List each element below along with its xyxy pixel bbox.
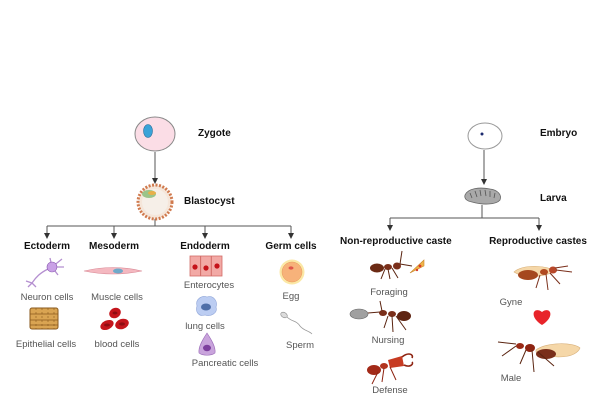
foraging-label: Foraging [370, 287, 408, 298]
nursing-ant-icon [367, 300, 411, 333]
egg-cell-icon [279, 259, 305, 285]
muscle-cells-label: Muscle cells [91, 292, 143, 303]
blastocyst-icon [136, 183, 174, 221]
gyne-label: Gyne [499, 297, 523, 308]
non-reproductive-caste-label: Non-reproductive caste [340, 236, 452, 247]
winged-male-ant-icon [497, 341, 581, 373]
sperm-icon [280, 311, 313, 335]
blood-cells-label: blood cells [94, 339, 140, 350]
male-label: Male [500, 373, 522, 384]
neuron-icon [25, 257, 64, 288]
larva-label: Larva [540, 193, 567, 204]
ectoderm-label: Ectoderm [23, 241, 71, 252]
enterocytes-label: Enterocytes [183, 280, 235, 291]
defense-label: Defense [372, 385, 408, 396]
sperm-label: Sperm [286, 340, 314, 351]
endoderm-label: Endoderm [180, 241, 230, 252]
zygote-label: Zygote [198, 128, 231, 139]
foraging-ant-icon [370, 250, 413, 280]
lung-cells-label: lung cells [185, 321, 225, 332]
red-blood-cells-icon [100, 307, 129, 331]
reproductive-castes-label: Reproductive castes [489, 236, 587, 247]
pancreatic-cell-icon [198, 332, 216, 356]
epithelial-cells-label: Epithelial cells [15, 339, 77, 350]
mesoderm-label: Mesoderm [88, 241, 139, 252]
winged-gyne-ant-icon [513, 265, 573, 291]
germ-cells-label: Germ cells [265, 241, 317, 252]
epithelial-tissue-icon [29, 307, 59, 330]
neuron-cells-label: Neuron cells [20, 292, 74, 303]
embryo-label: Embryo [540, 128, 578, 139]
pancreatic-cells-label: Pancreatic cells [191, 358, 259, 369]
embryo-icon [467, 122, 503, 150]
blastocyst-label: Blastocyst [184, 196, 235, 207]
muscle-cell-icon [83, 267, 143, 275]
defense-ant-icon [367, 353, 414, 385]
egg-label: Egg [282, 291, 300, 302]
lung-cell-icon [196, 296, 217, 316]
carried-larva-icon [349, 308, 369, 320]
heart-icon [533, 310, 551, 325]
enterocytes-icon [189, 255, 223, 277]
larva-icon [464, 187, 501, 205]
pizza-icon [409, 259, 425, 274]
nursing-label: Nursing [371, 335, 405, 346]
zygote-cell-icon [134, 116, 176, 152]
